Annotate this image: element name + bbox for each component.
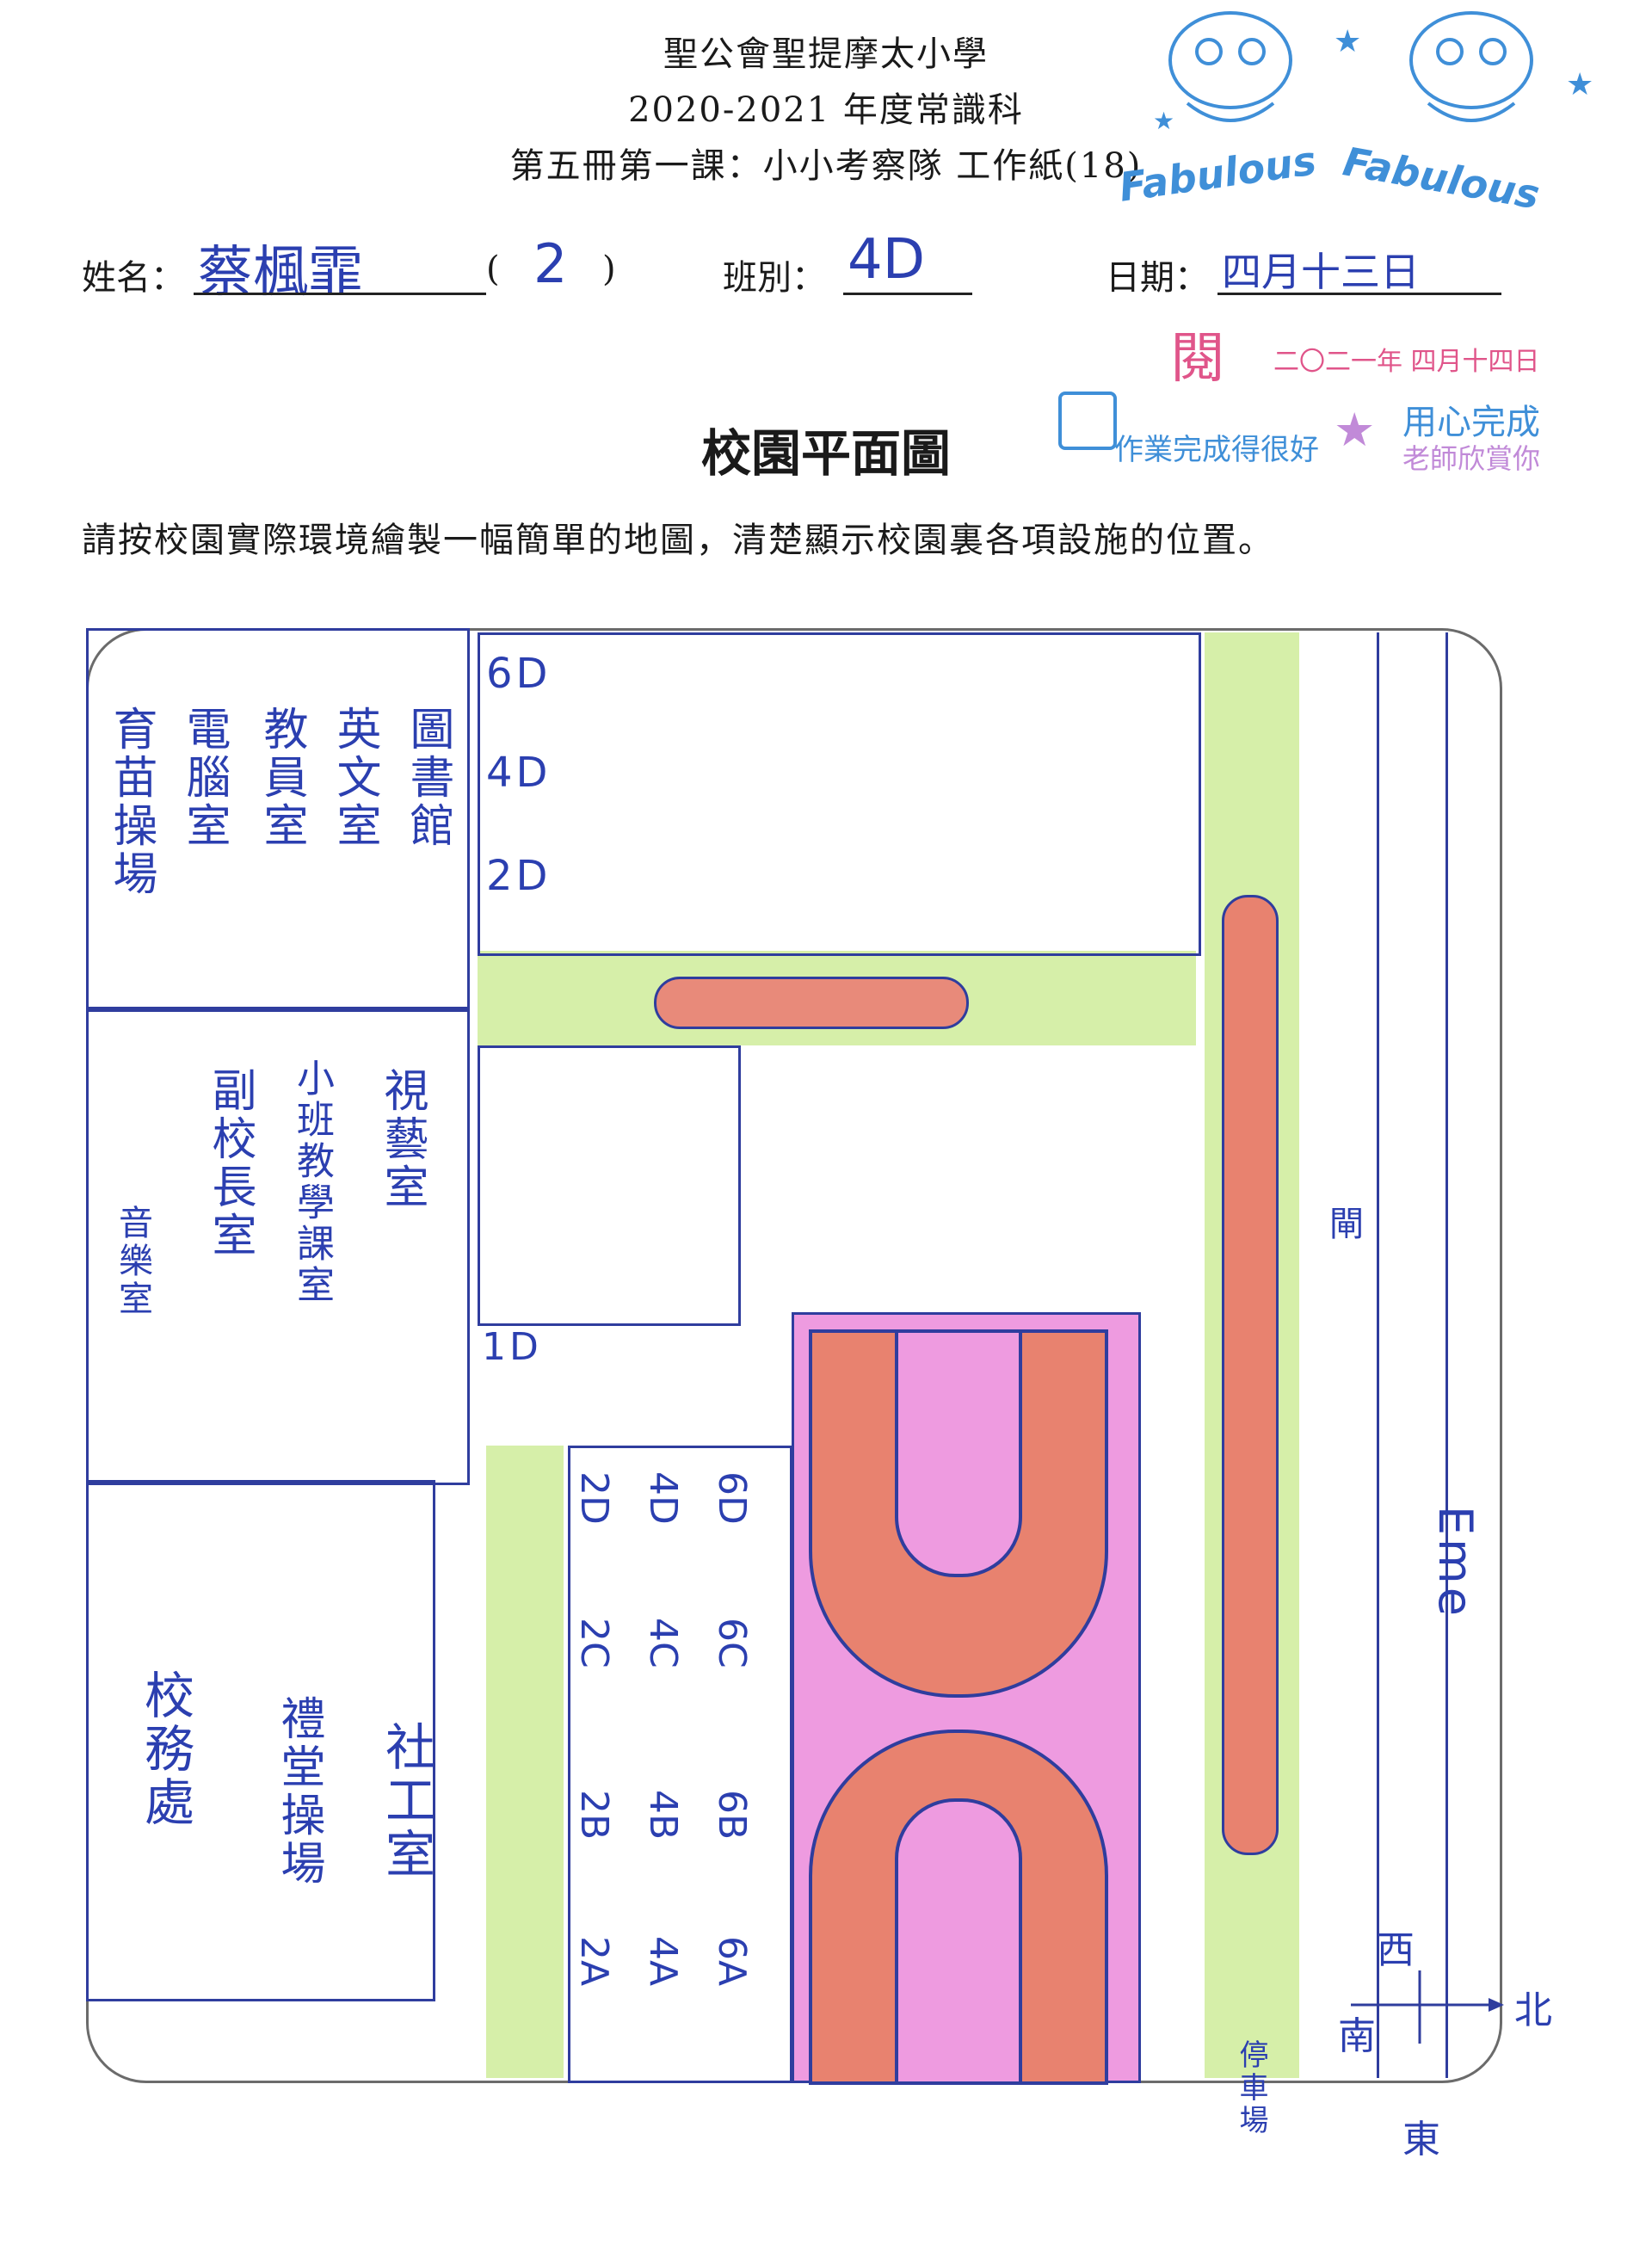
road-line-2 — [1446, 632, 1448, 2078]
grid-2b: 2B — [572, 1790, 616, 1841]
grid-4b: 4B — [641, 1790, 685, 1841]
label-eme: Eme — [1428, 1506, 1482, 1619]
road-line-1 — [1377, 632, 1379, 2078]
room-computer: 電腦室 — [178, 706, 230, 850]
class-value: 4D — [848, 228, 925, 292]
room-vice-principal: 副校長室 — [204, 1067, 256, 1260]
label-car-park: 停車場 — [1234, 2039, 1268, 2137]
number-value: 2 — [533, 232, 568, 295]
class-label: 班別： — [723, 258, 826, 298]
left-room-block-mid — [86, 1007, 470, 1485]
grid-6d: 6D — [710, 1471, 754, 1525]
grid-2c: 2C — [572, 1618, 616, 1668]
school-year: 2020-2021 年度常識科 — [628, 90, 1024, 130]
date-label: 日期： — [1106, 258, 1209, 298]
praise-stamp-1: 作業完成得很好 — [1114, 433, 1319, 467]
court-key-top — [895, 1329, 1022, 1577]
court-key-bottom — [895, 1798, 1022, 2085]
grid-4c: 4C — [641, 1618, 685, 1668]
alien-stamp-icon: ★ ★ ★ — [1153, 11, 1593, 135]
grid-2a: 2A — [572, 1936, 616, 1987]
read-date: 二〇二一年 四月十四日 — [1273, 347, 1540, 377]
room-small-class: 小班教學課室 — [290, 1058, 334, 1306]
grid-4d: 4D — [641, 1471, 685, 1525]
date-underline — [1217, 293, 1501, 295]
read-mark: 閱 — [1170, 327, 1225, 391]
compass-east: 東 — [1402, 2118, 1444, 2161]
red-track-vertical — [1222, 895, 1279, 1855]
red-track-horizontal — [654, 977, 969, 1029]
left-room-block-bottom — [86, 1480, 435, 2001]
compass-north: 北 — [1514, 1989, 1556, 2032]
room-school-office: 校務處 — [136, 1669, 194, 1829]
room-staff: 教員室 — [256, 706, 307, 850]
star-icon: ★ — [1334, 403, 1376, 457]
room-playground: 育苗操場 — [105, 706, 157, 898]
label-1d: 1D — [482, 1325, 542, 1369]
class-6d: 6D — [486, 650, 552, 698]
compass-lines-icon — [1351, 1970, 1504, 2044]
class-grid — [568, 1446, 792, 2083]
name-label: 姓名： — [82, 258, 185, 298]
room-library: 圖書館 — [402, 706, 453, 850]
green-path-grid — [486, 1446, 564, 2078]
grid-6b: 6B — [710, 1790, 754, 1841]
svg-text:★: ★ — [1334, 24, 1361, 59]
instruction-text: 請按校園實際環境繪製一幅簡單的地圖，清楚顯示校園裏各項設施的位置。 — [82, 521, 1274, 560]
pencil-icon — [1058, 392, 1117, 450]
figure-room — [478, 1045, 741, 1326]
praise-stamp-2-line1: 用心完成 — [1402, 403, 1540, 442]
room-english: 英文室 — [329, 706, 380, 850]
room-social-worker: 社工室 — [377, 1721, 435, 1881]
top-classroom-block — [478, 632, 1201, 956]
compass-south: 南 — [1338, 2014, 1379, 2058]
lesson-title: 第五冊第一課：小小考察隊 工作紙(18) — [509, 146, 1143, 186]
grid-6c: 6C — [710, 1618, 754, 1668]
praise-stamp-2-line2: 老師欣賞你 — [1402, 442, 1541, 475]
svg-text:★: ★ — [1566, 67, 1593, 102]
name-value: 蔡楓霏 — [198, 241, 363, 305]
room-hall-playground: 禮堂操場 — [273, 1695, 324, 1888]
date-value: 四月十三日 — [1222, 249, 1420, 295]
grid-4a: 4A — [641, 1936, 685, 1987]
grid-6a: 6A — [710, 1936, 754, 1987]
worksheet-title: 校園平面圖 — [700, 424, 951, 483]
compass-west: 西 — [1377, 1928, 1418, 1972]
label-gate: 閘 — [1329, 1205, 1367, 1244]
room-visual-arts: 視藝室 — [376, 1067, 428, 1212]
svg-text:★: ★ — [1153, 107, 1174, 135]
room-music: 音樂室 — [113, 1205, 152, 1318]
class-underline — [843, 293, 972, 295]
school-name: 聖公會聖提摩太小學 — [663, 34, 989, 74]
number-close: ) — [602, 250, 616, 289]
class-4d: 4D — [486, 749, 552, 797]
name-underline — [194, 293, 486, 295]
number-open: ( — [486, 250, 500, 289]
class-2d: 2D — [486, 852, 552, 900]
grid-2d: 2D — [572, 1471, 616, 1525]
left-room-block-top — [86, 628, 470, 1012]
